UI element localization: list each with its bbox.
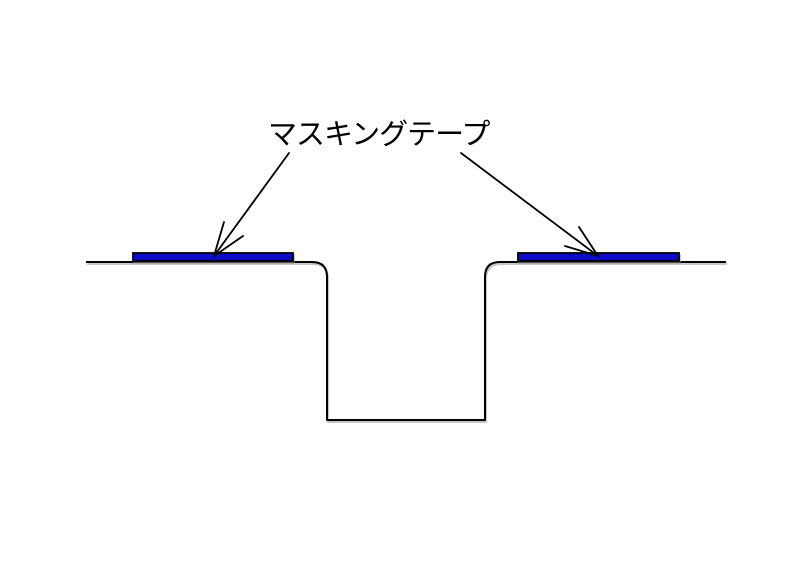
masking-tape-left [132,252,294,262]
tape-group [132,252,680,262]
right-leader-arrow [460,152,599,257]
groove-cross-section-line [86,261,726,421]
cross-section-group [86,261,726,421]
left-leader-arrow [213,152,290,257]
masking-tape-right [517,252,680,262]
leader-arrows [213,152,599,257]
masking-tape-label: マスキングテープ [268,118,490,151]
